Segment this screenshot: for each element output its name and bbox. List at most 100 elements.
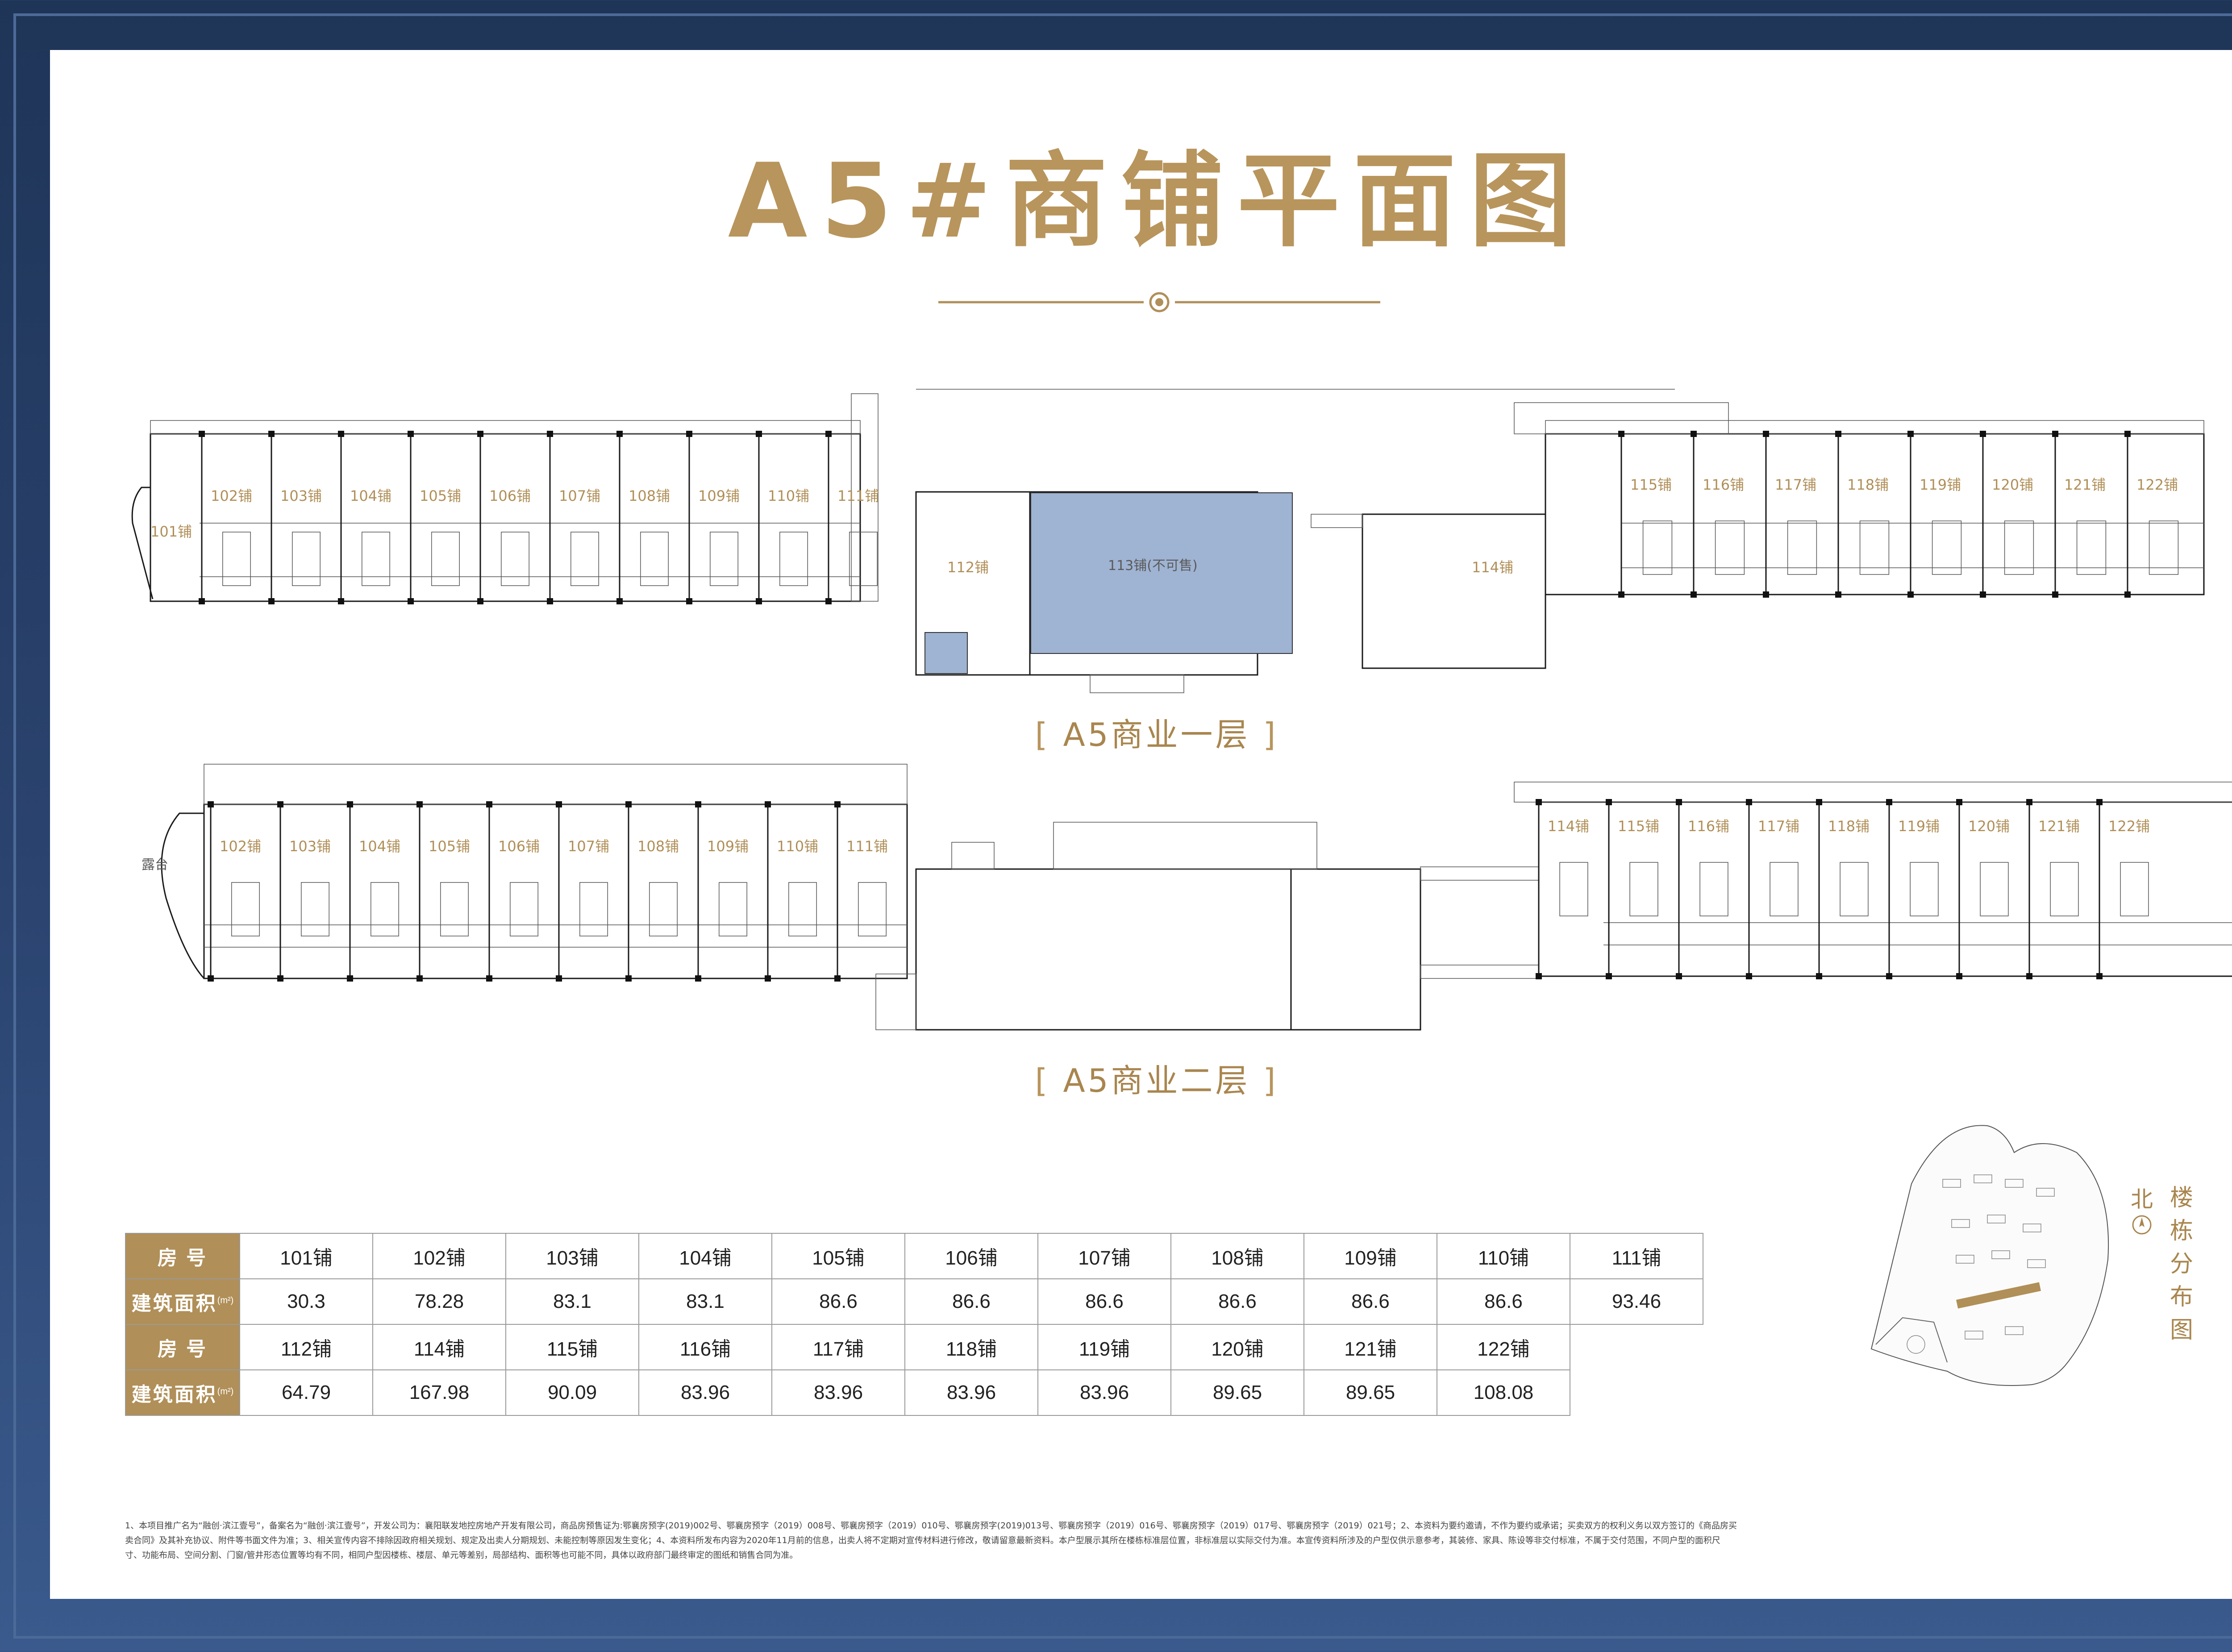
structural-column (1676, 799, 1682, 805)
structural-column (2052, 591, 2058, 598)
structural-column (408, 598, 414, 604)
structural-column (1763, 591, 1769, 598)
shop-label: 108铺 (629, 487, 670, 504)
site-distribution-map (1870, 1125, 2109, 1386)
stair-symbol (501, 532, 529, 586)
stair-symbol (640, 532, 669, 586)
disclaimer-notes: 1、本项目推广名为“融创·滨江壹号”，备案名为“融创·滨江壹号”，开发公司为：襄… (125, 1521, 1737, 1560)
stair-symbol (858, 882, 887, 936)
structural-column (1691, 591, 1697, 598)
table-cell: 111铺 (1570, 1233, 1703, 1279)
table-cell: 110铺 (1437, 1233, 1570, 1279)
structural-column (825, 598, 832, 604)
shop-label: 109铺 (707, 838, 749, 855)
structural-column (1956, 973, 1962, 979)
table-cell: 116铺 (638, 1324, 772, 1370)
poster-sheet: A5#商铺平面图 (50, 50, 2232, 1599)
table-cell: 86.6 (1437, 1278, 1570, 1325)
shop-label: 117铺 (1775, 476, 1816, 493)
shop-label: 108铺 (637, 838, 679, 855)
structural-column (416, 975, 423, 982)
stair-symbol (2050, 862, 2079, 916)
shop-label: 105铺 (429, 838, 470, 855)
structural-column (477, 431, 483, 437)
structural-column (765, 975, 771, 982)
table-cell: 64.79 (239, 1369, 373, 1416)
shop-label: 111铺 (837, 487, 879, 504)
structural-column (1886, 799, 1892, 805)
table-cell: 93.46 (1570, 1278, 1703, 1325)
second-floor-caption: [ A5商业二层 ] (1035, 1062, 1278, 1099)
structural-column (2026, 799, 2032, 805)
table-cell-empty (1570, 1324, 1703, 1370)
stair-symbol (1715, 520, 1745, 575)
table-cell: 102铺 (372, 1233, 506, 1279)
structural-column (1835, 431, 1841, 437)
shop-label: 103铺 (280, 487, 322, 504)
shop-label: 105铺 (420, 487, 461, 504)
structural-column (1980, 591, 1986, 598)
structural-column (2052, 431, 2058, 437)
structural-column (416, 801, 423, 807)
stair-symbol (2149, 520, 2179, 575)
stair-symbol (1932, 520, 1962, 575)
structural-column (1746, 973, 1752, 979)
structural-column (1907, 591, 1914, 598)
stair-symbol (431, 532, 460, 586)
first-floor-center-block (915, 389, 1675, 693)
table-cell: 83.96 (638, 1369, 772, 1416)
structural-column (2026, 973, 2032, 979)
structural-column (1536, 973, 1542, 979)
shop-113-label: 113铺(不可售) (1108, 558, 1198, 574)
table-cell: 119铺 (1037, 1324, 1171, 1370)
stair-symbol (570, 532, 599, 586)
structural-column (408, 431, 414, 437)
structural-column (199, 598, 205, 604)
shop-label: 102铺 (211, 487, 252, 504)
structural-column (1816, 799, 1822, 805)
structural-column (1618, 431, 1624, 437)
table-cell: 86.6 (904, 1278, 1038, 1325)
header-area: 建筑面积(m²) (125, 1369, 240, 1416)
page-title: A5#商铺平面图 (728, 142, 1586, 261)
stair-symbol (1980, 862, 2009, 916)
title-divider (938, 292, 1380, 312)
table-cell: 108铺 (1170, 1233, 1304, 1279)
structural-column (2096, 973, 2103, 979)
north-indicator: 北 (2128, 1182, 2155, 1241)
structural-column (547, 598, 553, 604)
terrace-label: 露台 (142, 857, 168, 873)
header-room: 房 号 (125, 1324, 240, 1370)
stair-symbol (1787, 520, 1817, 575)
structural-column (486, 801, 492, 807)
structural-column (616, 431, 623, 437)
shop-label: 104铺 (350, 487, 391, 504)
shop-label: 121铺 (2064, 476, 2106, 493)
first-floor-left-wing (131, 393, 879, 602)
stair-symbol (1840, 862, 1869, 916)
structural-column (1956, 799, 1962, 805)
structural-column (556, 975, 562, 982)
table-cell: 105铺 (771, 1233, 905, 1279)
structural-column (1816, 973, 1822, 979)
table-cell: 83.96 (771, 1369, 905, 1416)
stair-symbol (2120, 862, 2149, 916)
first-floor-caption: [ A5商业一层 ] (1035, 716, 1278, 753)
structural-column (756, 598, 762, 604)
stair-symbol (788, 882, 817, 936)
shop-113-highlight (1030, 492, 1293, 654)
table-cell: 101铺 (239, 1233, 373, 1279)
table-cell: 83.1 (505, 1278, 639, 1325)
structural-column (486, 975, 492, 982)
shop-label: 118铺 (1828, 818, 1870, 835)
shop-label: 116铺 (1688, 818, 1729, 835)
table-cell: 89.65 (1170, 1369, 1304, 1416)
structural-column (695, 975, 701, 982)
table-cell: 108.08 (1437, 1369, 1570, 1416)
second-floor-left-wing (161, 764, 908, 979)
second-floor-bridge (875, 822, 1539, 1031)
table-cell: 103铺 (505, 1233, 639, 1279)
structural-column (1746, 799, 1752, 805)
